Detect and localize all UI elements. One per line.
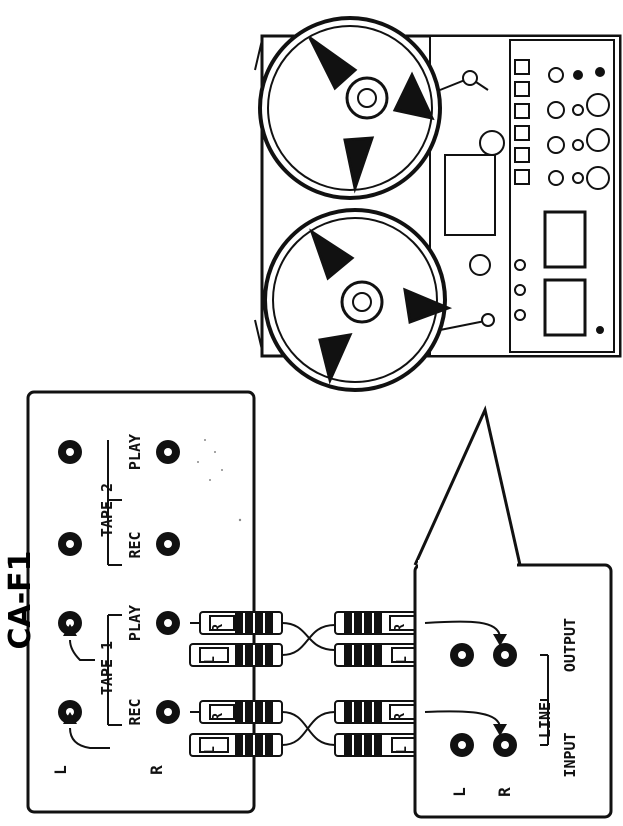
reel-to-reel-deck	[254, 16, 622, 392]
plug-label-left: L	[395, 656, 410, 664]
vu-meter-icon	[543, 210, 587, 269]
control-knob-icon	[586, 128, 610, 152]
rca-plug	[189, 643, 283, 667]
tape1-play-label: PLAY	[126, 605, 144, 641]
amp-channel-right-label: R	[147, 765, 166, 775]
deck-input-label: INPUT	[561, 732, 579, 777]
plug-label-right: R	[393, 713, 408, 721]
rca-plug	[199, 611, 283, 635]
rca-plug	[189, 733, 283, 757]
deck-line-label: LINE	[536, 702, 554, 738]
rca-plug	[334, 700, 426, 724]
control-knob-icon	[547, 136, 565, 154]
tape2-rec-label: REC	[126, 531, 144, 558]
tape-deck-rear-panel: LINE OUTPUT INPUT L R	[413, 405, 613, 819]
deck-channel-left-label: L	[450, 787, 469, 797]
amp-jack-row-bottom	[156, 440, 180, 724]
tape2-label: TAPE 2	[98, 483, 116, 537]
control-knob-icon	[547, 101, 565, 119]
plug-labels: R L R L R L R L	[203, 624, 410, 754]
tape1-label: TAPE 1	[98, 641, 116, 695]
control-knob-icon	[548, 170, 564, 186]
deck-output-label: OUTPUT	[561, 618, 579, 672]
amplifier-model-label: CA-F1	[3, 550, 38, 649]
control-knob-icon	[548, 67, 564, 83]
control-knob-icon	[586, 93, 610, 117]
deck-channel-right-label: R	[495, 787, 514, 797]
rca-plug	[334, 611, 426, 635]
tape2-play-label: PLAY	[126, 434, 144, 470]
rca-plug	[199, 700, 283, 724]
tape-reel-icon	[258, 16, 442, 200]
plug-label-right: R	[211, 713, 226, 721]
plug-label-right: R	[393, 624, 408, 632]
vu-meter-icon	[543, 278, 587, 337]
plug-label-left: L	[395, 746, 410, 754]
amplifier-rear-panel: CA-F1 L R TAPE 2 P	[3, 390, 256, 814]
tape-reel-icon	[263, 208, 453, 392]
tape1-rec-label: REC	[126, 698, 144, 725]
amp-channel-left-label: L	[51, 765, 70, 775]
plug-label-right: R	[211, 624, 226, 632]
control-knob-icon	[586, 166, 610, 190]
plug-label-left: L	[203, 746, 218, 754]
plug-label-left: L	[203, 656, 218, 664]
